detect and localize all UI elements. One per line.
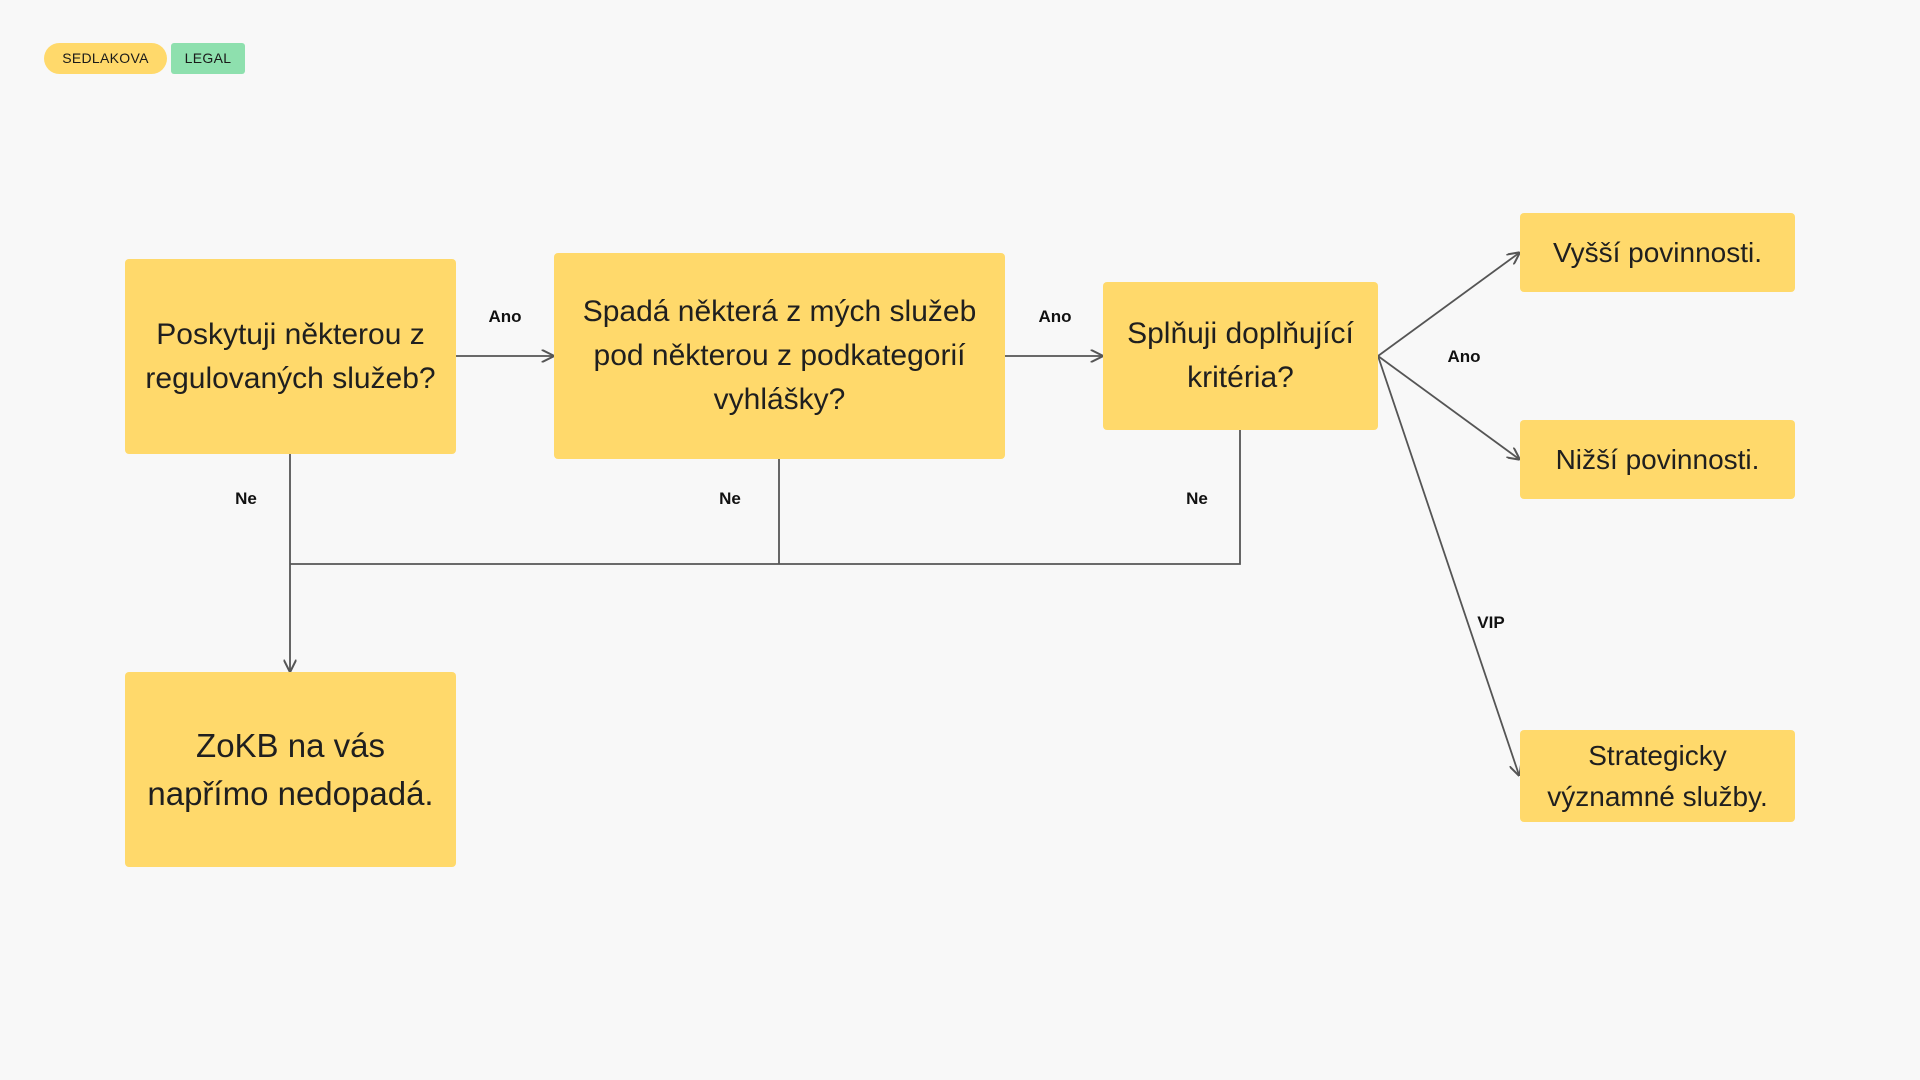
edge-label-q3-no: Ne	[1186, 489, 1208, 508]
question-additional-criteria[interactable]: Splňuji doplňující kritéria?	[1103, 282, 1378, 430]
category-tag[interactable]: LEGAL	[171, 43, 245, 74]
question-subcategory[interactable]: Spadá některá z mých služeb pod některou…	[554, 253, 1005, 459]
edge-label-q3-strategic: VIP	[1477, 613, 1505, 632]
result-not-applicable[interactable]: ZoKB na vás napřímo nedopadá.	[125, 672, 456, 867]
edge-label-q1-q2: Ano	[488, 307, 522, 326]
node-label: Poskytuji některou z regulovaných služeb…	[145, 317, 436, 395]
node-label: Splňuji doplňující kritéria?	[1127, 317, 1354, 394]
result-strategic-services[interactable]: Strategicky významné služby.	[1520, 730, 1795, 822]
question-regulated-services[interactable]: Poskytuji některou z regulovaných služeb…	[125, 259, 456, 454]
edge-label-q2-no: Ne	[719, 489, 741, 508]
node-label: Spadá některá z mých služeb pod některou…	[582, 295, 977, 416]
node-label: Nižší povinnosti.	[1555, 443, 1760, 475]
edge-label-q3-higher: Ano	[1447, 347, 1481, 366]
edge-label-q2-q3: Ano	[1038, 307, 1072, 326]
result-higher-obligations[interactable]: Vyšší povinnosti.	[1520, 213, 1795, 292]
node-label: ZoKB na vás napřímo nedopadá.	[147, 726, 434, 812]
result-lower-obligations[interactable]: Nižší povinnosti.	[1520, 420, 1795, 499]
node-label: Strategicky významné služby.	[1547, 740, 1768, 812]
edge-q3-lower	[1377, 355, 1519, 459]
edge-label-q1-no: Ne	[235, 489, 257, 508]
edge-q3-down	[290, 430, 1241, 565]
edge-q3-strategic	[1377, 355, 1519, 775]
node-label: Vyšší povinnosti.	[1552, 236, 1763, 268]
edge-q3-higher	[1377, 253, 1519, 357]
author-tag[interactable]: SEDLAKOVA	[44, 43, 167, 74]
